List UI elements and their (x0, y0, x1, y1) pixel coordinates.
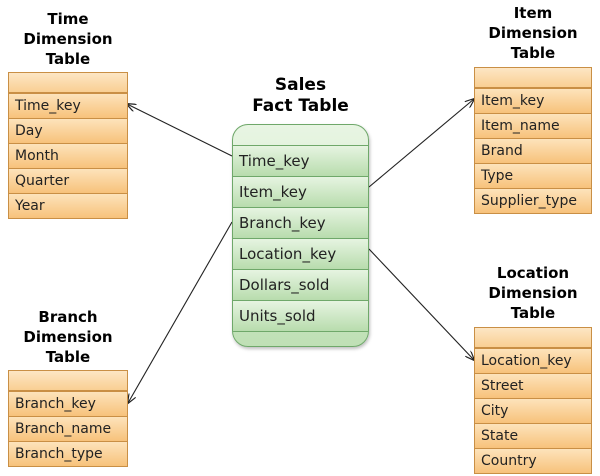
table-row: Street (475, 373, 591, 398)
branch-dimension-table: Branch_key Branch_name Branch_type (8, 370, 128, 467)
table-row: Day (9, 118, 127, 143)
table-row: City (475, 398, 591, 423)
table-row: State (475, 423, 591, 448)
arrow-to-location-dimension (368, 248, 474, 360)
table-row: Branch_key (233, 207, 368, 238)
table-header (9, 371, 127, 391)
time-dimension-title: Time Dimension Table (23, 10, 113, 68)
table-row: Units_sold (233, 300, 368, 331)
table-header (475, 328, 591, 348)
table-row: Type (475, 163, 591, 188)
table-row: Month (9, 143, 127, 168)
branch-dimension-title: Branch Dimension Table (23, 308, 113, 366)
table-header (233, 125, 368, 145)
table-row: Time_key (9, 93, 127, 118)
table-footer (233, 331, 368, 346)
table-row: Brand (475, 138, 591, 163)
table-header (475, 68, 591, 88)
table-row: Dollars_sold (233, 269, 368, 300)
table-row: Item_key (475, 88, 591, 113)
item-dimension-table: Item_key Item_name Brand Type Supplier_t… (474, 67, 592, 214)
item-dimension-title: Item Dimension Table (488, 4, 578, 62)
table-row: Branch_name (9, 416, 127, 441)
sales-fact-table: Time_key Item_key Branch_key Location_ke… (232, 124, 369, 347)
table-row: Branch_type (9, 441, 127, 466)
table-row: Branch_key (9, 391, 127, 416)
time-dimension-table: Time_key Day Month Quarter Year (8, 72, 128, 219)
table-row: Item_name (475, 113, 591, 138)
location-dimension-title: Location Dimension Table (488, 264, 578, 322)
table-row: Location_key (475, 348, 591, 373)
table-row: Location_key (233, 238, 368, 269)
arrow-to-branch-dimension (128, 221, 233, 403)
fact-table-title: Sales Fact Table (252, 75, 349, 116)
arrow-to-time-dimension (127, 104, 233, 157)
arrow-to-item-dimension (368, 99, 474, 188)
table-row: Supplier_type (475, 188, 591, 213)
table-row: Quarter (9, 168, 127, 193)
table-row: Year (9, 193, 127, 218)
location-dimension-table: Location_key Street City State Country (474, 327, 592, 474)
table-row: Item_key (233, 176, 368, 207)
table-row: Country (475, 448, 591, 473)
table-row: Time_key (233, 145, 368, 176)
table-header (9, 73, 127, 93)
